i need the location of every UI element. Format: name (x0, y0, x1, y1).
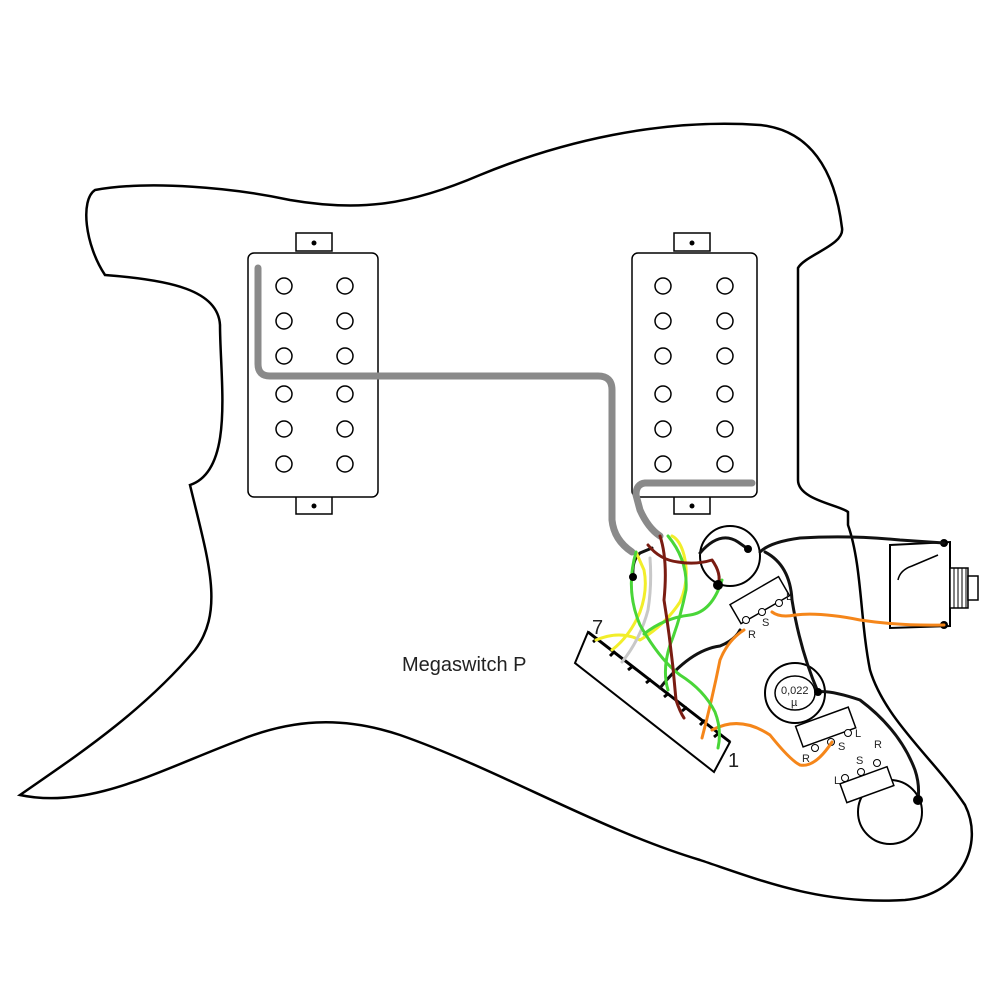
orange-wire-switch-tone (710, 722, 834, 767)
solder-joints (629, 545, 923, 805)
tone2-lug-label-l: L (834, 775, 840, 787)
tone2-lug-label-s: S (856, 755, 863, 767)
megaswitch-pin-7-label: 7 (592, 617, 603, 639)
volume-lug-label-r: R (748, 629, 756, 641)
volume-lug-label-l: L (786, 591, 792, 603)
tone1-lug-label-l: L (855, 728, 861, 740)
yellow-wire-2 (610, 550, 647, 652)
orange-wire-switch-volume (700, 628, 746, 740)
black-wire-ground-chain-1 (763, 550, 820, 694)
bridge-pickup-cable (632, 479, 756, 540)
bridge-humbucker-body (631, 252, 758, 498)
black-wire-pot-top (698, 536, 750, 555)
black-wire-jack-tip (758, 535, 946, 554)
pickguard-outline (16, 122, 974, 902)
neck-pickup-cable (254, 264, 636, 556)
tone2-lug-label-r: R (874, 739, 882, 751)
gray-wire (620, 556, 653, 664)
output-jack (889, 539, 979, 630)
brown-wire-1 (658, 534, 686, 720)
capacitor-unit: µ (791, 697, 798, 709)
tone1-lug-label-s: S (838, 741, 845, 753)
green-wire-3 (642, 578, 724, 636)
black-wire-ground-chain-2 (816, 690, 921, 802)
tone1-lug-label-r: R (802, 753, 810, 765)
neck-humbucker-pole-pieces (275, 277, 354, 473)
brown-wire-2 (646, 543, 721, 587)
orange-wire-jack-sleeve (770, 610, 946, 627)
green-wire-1 (629, 550, 721, 750)
tone-pot-1: 0,022 µ R S L (764, 662, 861, 765)
bridge-humbucker (631, 232, 758, 515)
megaswitch-label: Megaswitch P (402, 654, 527, 676)
capacitor-value: 0,022 (781, 685, 809, 697)
tone-pot-2: L S R (834, 739, 923, 845)
megaswitch-pin-1-label: 1 (728, 750, 739, 772)
bridge-humbucker-pole-pieces (654, 277, 734, 473)
volume-lug-label-s: S (762, 617, 769, 629)
